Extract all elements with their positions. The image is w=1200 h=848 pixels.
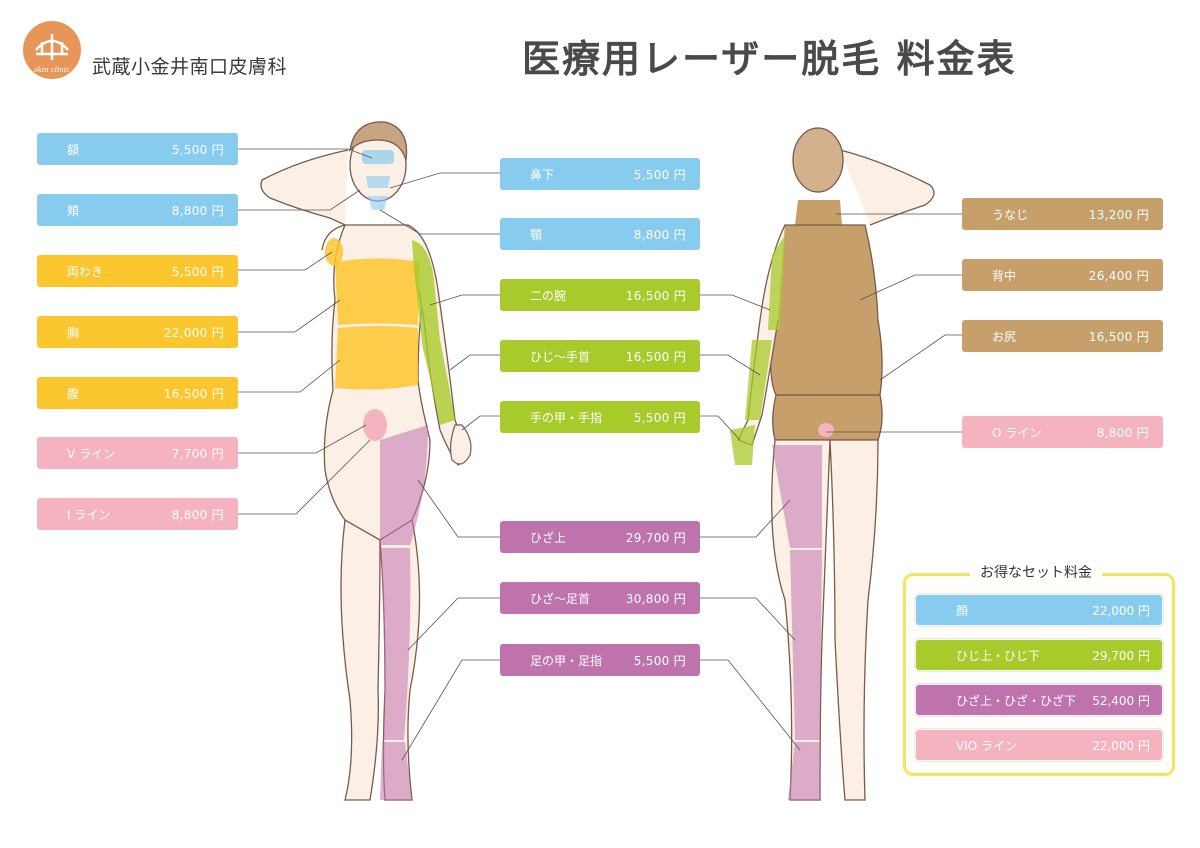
zone-back-calf xyxy=(790,550,822,740)
zone-lower-leg xyxy=(380,548,411,740)
zone-armpit xyxy=(325,238,343,266)
zone-back-thigh xyxy=(772,445,822,548)
leader-lines xyxy=(238,148,962,761)
zone-back-forearm xyxy=(745,340,772,420)
zone-back-hand xyxy=(730,425,755,465)
zone-upper-lip xyxy=(366,176,390,188)
zone-abdomen xyxy=(335,326,418,390)
zone-chin xyxy=(368,196,388,210)
zone-forehead xyxy=(362,150,394,164)
logo-text: skin clinic xyxy=(34,66,70,74)
zone-forearm xyxy=(422,340,455,425)
zone-back-arm xyxy=(768,235,785,330)
zone-oline xyxy=(818,423,834,437)
zone-upper-arm xyxy=(412,240,440,345)
zone-chest xyxy=(335,258,420,325)
set-price-title: お得なセット料金 xyxy=(970,562,1102,582)
page-title: 医療用レーザー脱毛 料金表 xyxy=(522,36,1017,81)
zone-back-foot xyxy=(788,742,820,800)
zone-vline xyxy=(363,409,387,441)
clinic-name: 武蔵小金井南口皮膚科 xyxy=(92,56,288,78)
clinic-logo: skin clinic xyxy=(23,21,81,79)
zone-thigh xyxy=(380,425,428,545)
